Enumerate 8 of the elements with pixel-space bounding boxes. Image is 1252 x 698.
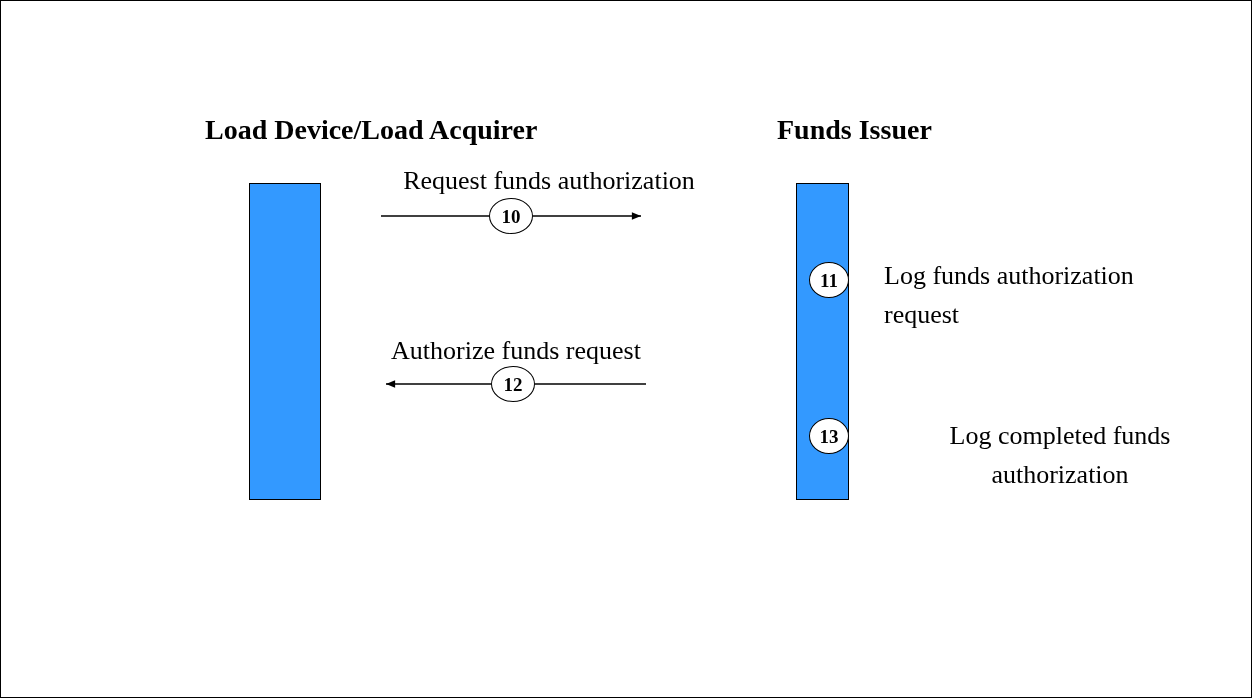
lifeline-heading: Funds Issuer [777,114,932,146]
step-description: Log completed funds authorization [948,420,1172,491]
step-number-circle: 12 [491,366,535,402]
step-number-circle: 10 [489,198,533,234]
message-arrow [385,380,492,388]
message-arrow [532,212,642,220]
lifeline-heading: Load Device/Load Acquirer [205,114,538,146]
step-description: Log funds authorization request [884,260,1135,331]
